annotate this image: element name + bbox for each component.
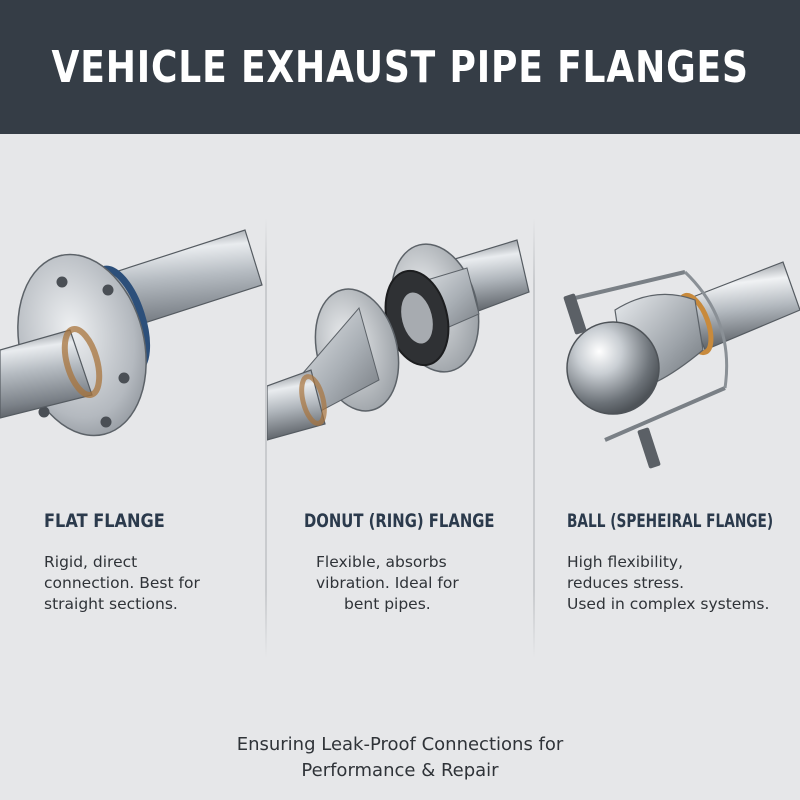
description-line: High flexibility, [567, 553, 683, 571]
description-line: Rigid, direct [44, 553, 138, 571]
description-line: bent pipes. [344, 595, 431, 613]
flat-flange-title: FLAT FLANGE [44, 510, 165, 532]
description-line: reduces stress. [567, 574, 685, 592]
ball-flange-illustration [563, 261, 800, 469]
footer-line: Ensuring Leak-Proof Connections for [236, 734, 564, 755]
footer-tagline: Ensuring Leak-Proof Connections for Perf… [0, 732, 800, 784]
footer-line: Performance & Repair [301, 760, 499, 781]
description-line: Used in complex systems. [567, 595, 770, 613]
flat-flange-description: Rigid, direct connection. Best for strai… [44, 552, 200, 615]
description-line: connection. Best for [44, 574, 200, 592]
column-divider [265, 218, 267, 658]
column-divider [533, 218, 535, 658]
donut-flange-title: DONUT (RING) FLANGE [304, 510, 495, 532]
donut-flange-description: Flexible, absorbs vibration. Ideal for b… [316, 552, 459, 615]
description-line: straight sections. [44, 595, 178, 613]
header-banner: VEHICLE EXHAUST PIPE FLANGES [0, 0, 800, 134]
flat-flange-illustration [0, 229, 263, 437]
donut-flange-illustration [267, 239, 530, 441]
ball-flange-title: BALL (SPEHEIRAL FLANGE) [567, 510, 774, 532]
description-line: Flexible, absorbs [316, 553, 447, 571]
ball-flange-description: High flexibility, reduces stress. Used i… [567, 552, 769, 615]
page-title: VEHICLE EXHAUST PIPE FLANGES [51, 41, 749, 93]
description-line: vibration. Ideal for [316, 574, 459, 592]
